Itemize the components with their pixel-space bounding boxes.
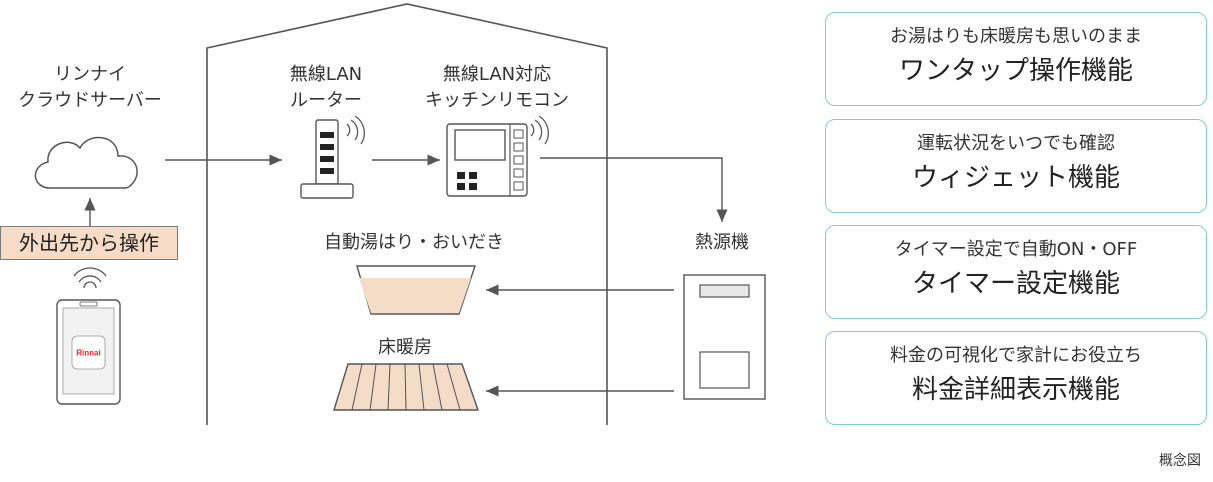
heater-icon [683,274,766,400]
feature-one-tap: お湯はりも床暖房も思いのまま ワンタップ操作機能 [825,12,1207,106]
remote-label-line1: 無線LAN対応 [442,64,552,85]
router-wifi-icon [346,115,365,145]
feature-timer: タイマー設定で自動ON・OFF タイマー設定機能 [825,225,1207,319]
server-label: リンナイ クラウドサーバー [0,62,180,114]
concept-note: 概念図 [1159,453,1201,469]
house-outline [206,3,608,425]
smartphone-icon: Rinnai [56,299,121,405]
router-label: 無線LAN ルーター [266,62,386,114]
bathtub-icon [356,265,476,315]
feature-title: ワンタップ操作機能 [898,56,1133,86]
feature-subtitle: 料金の可視化で家計にお役立ち [890,345,1142,366]
feature-title: ウィジェット機能 [911,163,1120,193]
router-label-line1: 無線LAN [289,64,363,85]
router-label-line2: ルーター [290,90,362,111]
server-label-line1: リンナイ [54,64,126,85]
phone-wifi-icon [73,267,107,289]
server-label-line2: クラウドサーバー [18,90,162,111]
remote-label-line2: キッチンリモコン [425,90,569,111]
arrow-remote-to-heater [540,157,728,222]
router-icon [300,119,354,199]
cloud-icon [34,136,138,189]
feature-title: タイマー設定機能 [911,269,1120,299]
bath-label: 自動湯はり・おいだき [324,232,504,253]
app-icon-label: Rinnai [76,349,100,358]
floor-heating-icon [333,363,479,411]
floor-heating-label: 床暖房 [378,337,432,358]
feature-widget: 運転状況をいつでも確認 ウィジェット機能 [825,119,1207,213]
feature-fee-detail: 料金の可視化で家計にお役立ち 料金詳細表示機能 [825,331,1207,425]
remote-operation-callout: 外出先から操作 [0,226,178,260]
feature-subtitle: お湯はりも床暖房も思いのまま [890,26,1142,47]
feature-subtitle: 運転状況をいつでも確認 [917,133,1115,154]
remote-wifi-icon [530,115,549,145]
heater-label: 熱源機 [695,232,749,253]
remote-label: 無線LAN対応 キッチンリモコン [412,62,582,114]
kitchen-remote-icon [446,123,528,197]
feature-subtitle: タイマー設定で自動ON・OFF [894,239,1138,260]
feature-title: 料金詳細表示機能 [911,375,1120,405]
